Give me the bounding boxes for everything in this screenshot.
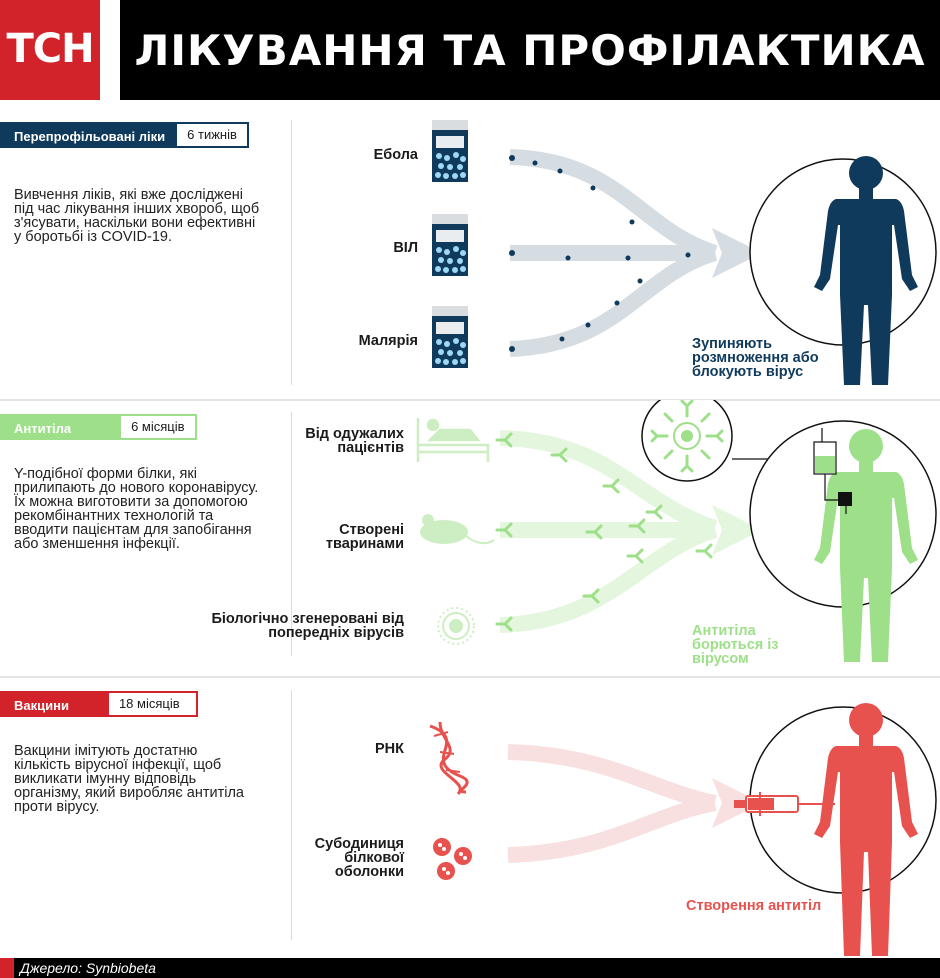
vaccines-tag: Вакцини 18 місяців <box>0 691 198 717</box>
vaccines-duration: 18 місяців <box>108 693 196 715</box>
antibodies-description: Y-подібної форми білки, які прилипають д… <box>14 466 259 552</box>
antibodies-duration: 6 місяців <box>121 416 195 438</box>
section-divider-1 <box>0 399 940 401</box>
drugs-column-divider <box>291 120 292 385</box>
vaccines-source-protein: Субодиниця білкової оболонки <box>314 836 404 880</box>
drugs-flow-dots <box>509 155 691 352</box>
antibodies-source-animals: Створені тваринами <box>325 522 404 552</box>
drugs-tag-name: Перепрофільовані ліки <box>14 129 166 144</box>
vaccines-tag-name: Вакцини <box>14 698 69 713</box>
antibodies-tag: Антитіла 6 місяців <box>0 414 197 440</box>
iv-bag-icon <box>813 428 852 514</box>
drugs-source-malaria: Малярія <box>358 333 418 349</box>
antibodies-source-viruses: Біологічно згенеровані від попередніх ві… <box>211 611 404 641</box>
drugs-result: Зупиняють розмноження або блокують вірус <box>692 336 819 380</box>
drugs-flow-arrows <box>509 149 718 357</box>
source-credit: Джерело: Synbiobeta <box>20 960 156 976</box>
antibody-icon <box>495 432 713 632</box>
vaccines-result: Створення антитіл <box>686 898 822 914</box>
mouse-icon <box>420 514 495 545</box>
virus-icon <box>650 400 724 473</box>
drugs-duration: 6 тижнів <box>177 124 247 146</box>
drugs-arrow-head <box>712 228 762 278</box>
virus-icon <box>437 607 475 645</box>
syringe-icon <box>734 792 835 816</box>
footer-accent <box>0 958 14 978</box>
antibodies-arrow-head <box>712 505 762 555</box>
vaccines-description: Вакцини імітують достатню кількість віру… <box>14 743 244 815</box>
antibodies-tag-name: Антитіла <box>14 421 72 436</box>
rna-helix-icon <box>429 721 469 796</box>
source-name: Synbiobeta <box>85 960 156 976</box>
drugs-source-ebola: Ебола <box>373 147 418 163</box>
vaccines-source-rna: РНК <box>375 741 404 757</box>
drugs-source-hiv: ВІЛ <box>393 240 418 256</box>
source-label: Джерело: <box>20 960 82 976</box>
antibodies-column-divider <box>291 412 292 656</box>
drugs-diagram <box>432 120 937 385</box>
drugs-tag: Перепрофільовані ліки 6 тижнів <box>0 122 249 148</box>
pill-bottle-icon <box>432 214 468 276</box>
pill-bottle-icon <box>432 306 468 368</box>
antibodies-diagram <box>416 400 937 662</box>
vaccines-flow-arrows <box>507 744 717 863</box>
page-title: ЛІКУВАННЯ ТА ПРОФІЛАКТИКА <box>134 26 926 75</box>
vaccines-column-divider <box>291 690 292 940</box>
human-body-icon <box>814 703 918 956</box>
antibodies-flow-arrows <box>499 430 718 633</box>
hospital-bed-icon <box>416 418 490 462</box>
vaccines-diagram <box>429 703 937 956</box>
title-bar <box>120 0 940 100</box>
human-body-icon <box>814 429 918 662</box>
tsn-logo[interactable] <box>0 0 100 100</box>
footer <box>0 958 940 978</box>
section-divider-2 <box>0 676 940 678</box>
logo-text: ТСН <box>6 26 94 72</box>
pill-bottle-icon <box>432 120 468 182</box>
antibodies-source-patients: Від одужалих пацієнтів <box>305 426 404 456</box>
header: ТСН ЛІКУВАННЯ ТА ПРОФІЛАКТИКА <box>0 0 940 100</box>
human-body-icon <box>814 156 918 385</box>
drugs-description: Вивчення ліків, які вже досліджені під ч… <box>14 187 260 245</box>
protein-subunit-icon <box>433 838 472 880</box>
antibodies-result: Антитіла борються із вірусом <box>692 623 779 667</box>
